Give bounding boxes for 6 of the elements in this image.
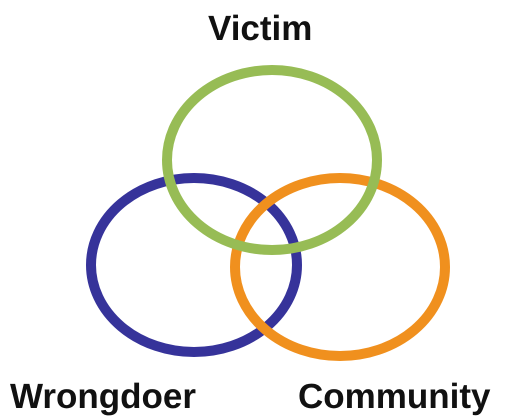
venn-circle [162,65,382,255]
venn-circle [230,173,450,361]
circle-label: Community [298,378,490,416]
circle-label: Wrongdoer [10,378,196,416]
circle-label: Victim [208,10,312,48]
venn-circle [86,173,302,357]
